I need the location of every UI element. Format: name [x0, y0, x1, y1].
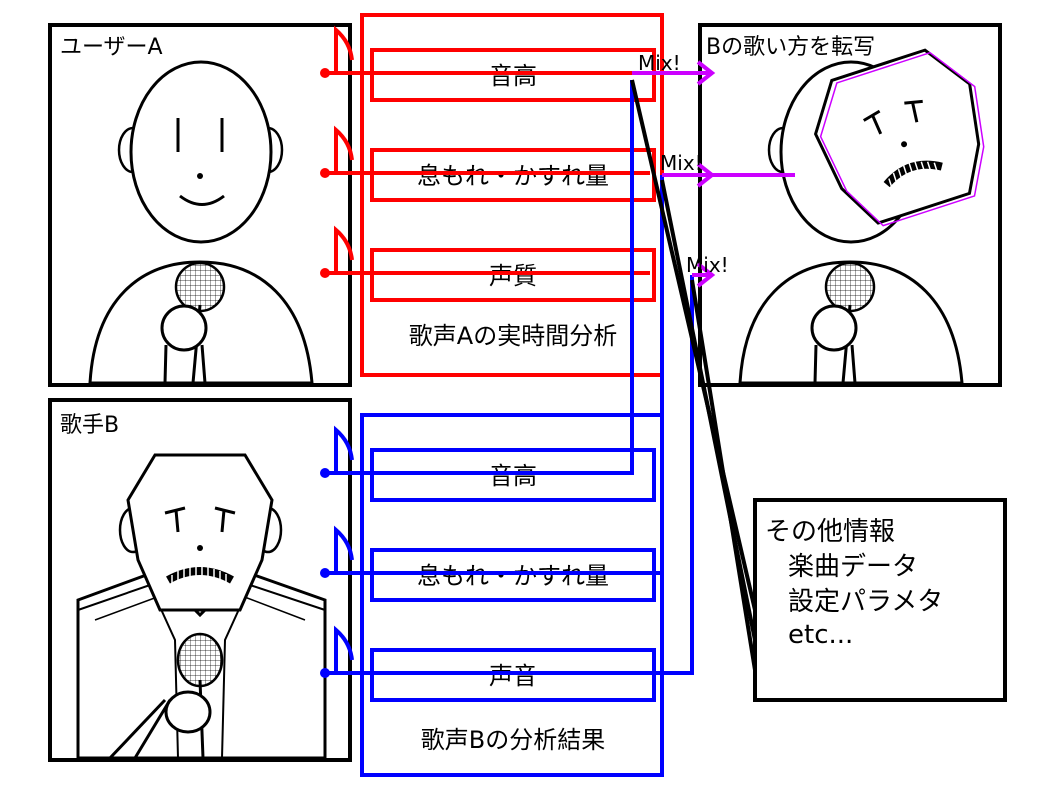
mix-label-1: Mix!: [638, 51, 681, 75]
analysis-a-title: 歌声Aの実時間分析: [409, 322, 617, 350]
analysis-b-item-pitch: 音高: [489, 462, 537, 490]
other-info-line: etc...: [788, 620, 853, 650]
analysis-a-item-breath: 息もれ・かすれ量: [417, 162, 609, 190]
user-a-panel: ユーザーA: [50, 25, 350, 385]
signal-lines-a: [325, 73, 650, 273]
analysis-b-item-timbre: 声音: [489, 662, 537, 690]
other-info-line: 設定パラメタ: [788, 587, 943, 617]
analysis-b-item-breath: 息もれ・かすれ量: [417, 562, 609, 590]
other-info-box: その他情報 楽曲データ 設定パラメタ etc...: [755, 500, 1005, 700]
other-info-line: 楽曲データ: [788, 552, 918, 582]
result-panel: Bの歌い方を転写: [700, 25, 1007, 385]
mix-label-2: Mix!: [660, 151, 703, 175]
analysis-a-group: 音高 息もれ・かすれ量 声質 歌声Aの実時間分析: [362, 15, 662, 375]
singer-b-label: 歌手B: [60, 413, 119, 438]
user-a-label: ユーザーA: [60, 35, 163, 60]
analysis-a-item-quality: 声質: [489, 262, 537, 290]
other-info-title: その他情報: [765, 517, 895, 547]
analysis-a-item-pitch: 音高: [489, 62, 537, 90]
singer-b-panel: 歌手B: [50, 400, 350, 760]
mix-label-3: Mix!: [686, 253, 729, 277]
analysis-b-title: 歌声Bの分析結果: [421, 726, 605, 754]
analysis-b-group: 音高 息もれ・かすれ量 声音 歌声Bの分析結果: [362, 415, 662, 775]
result-label: Bの歌い方を転写: [706, 35, 875, 60]
